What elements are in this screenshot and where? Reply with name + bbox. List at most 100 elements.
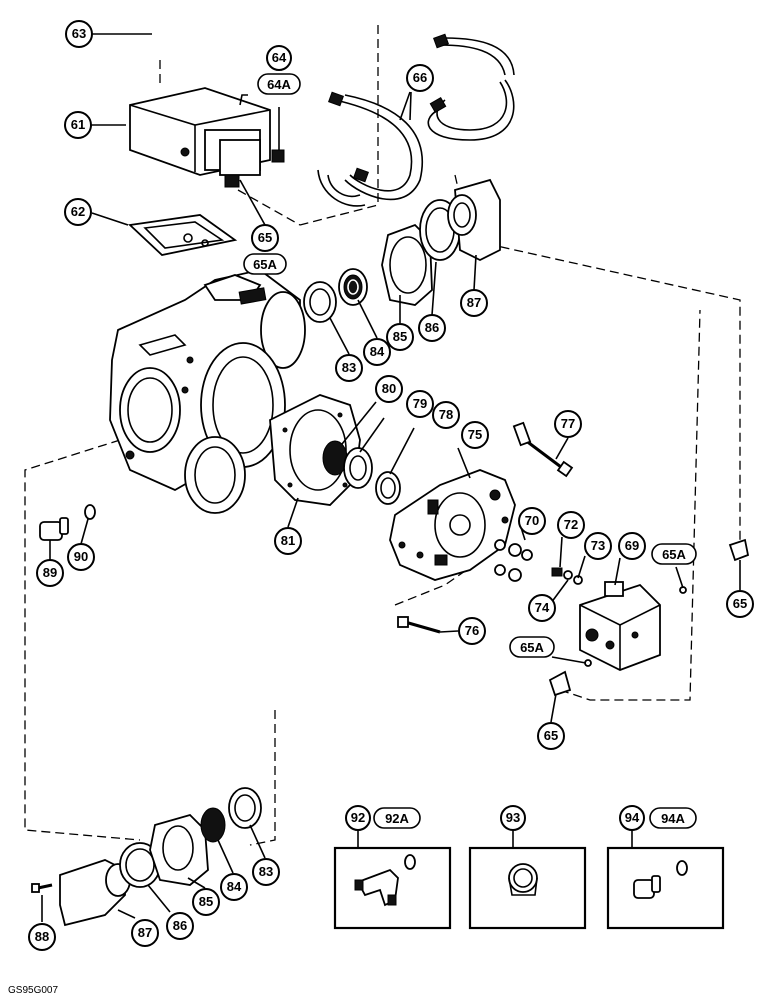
- callout-65-right: 65: [726, 590, 754, 618]
- callout-89: 89: [36, 559, 64, 587]
- svg-text:69: 69: [625, 538, 639, 553]
- bolt-77: [512, 421, 574, 478]
- svg-text:62: 62: [71, 204, 85, 219]
- inset-box-92: [333, 846, 452, 930]
- callout-83-top: 83: [335, 354, 363, 382]
- callout-86-bottom: 86: [166, 912, 194, 940]
- mid-bearing-stack: [322, 440, 401, 505]
- callout-80: 80: [375, 375, 403, 403]
- callout-90: 90: [67, 543, 95, 571]
- callout-92A: 92A: [373, 807, 421, 829]
- svg-text:70: 70: [525, 513, 539, 528]
- svg-text:93: 93: [506, 810, 520, 825]
- leader-lines: [41, 33, 741, 922]
- pump-body: [389, 469, 516, 581]
- svg-text:74: 74: [535, 600, 550, 615]
- callout-84-top: 84: [363, 338, 391, 366]
- svg-text:80: 80: [382, 381, 396, 396]
- svg-text:65: 65: [733, 596, 747, 611]
- svg-text:87: 87: [138, 925, 152, 940]
- svg-text:73: 73: [591, 538, 605, 553]
- svg-text:87: 87: [467, 295, 481, 310]
- callout-76: 76: [458, 617, 486, 645]
- svg-text:61: 61: [71, 117, 85, 132]
- callout-66: 66: [406, 64, 434, 92]
- svg-text:81: 81: [281, 533, 295, 548]
- inset-box-93: [468, 846, 587, 930]
- svg-text:88: 88: [35, 929, 49, 944]
- control-block: [579, 581, 661, 671]
- svg-text:85: 85: [199, 894, 213, 909]
- callout-65A-right: 65A: [651, 543, 697, 565]
- callout-65-bottom: 65: [537, 722, 565, 750]
- callout-85-top: 85: [386, 323, 414, 351]
- washers-and-fittings: [494, 539, 583, 585]
- svg-text:84: 84: [370, 344, 385, 359]
- callout-70: 70: [518, 507, 546, 535]
- svg-text:92A: 92A: [385, 811, 409, 826]
- callout-69: 69: [618, 532, 646, 560]
- fittings: [548, 538, 750, 697]
- callout-64A: 64A: [257, 73, 301, 95]
- top-bearing-stack: [303, 178, 501, 323]
- svg-text:78: 78: [439, 407, 453, 422]
- gasket-plate: [128, 214, 238, 256]
- callout-94: 94: [619, 805, 645, 831]
- callout-65A-top: 65A: [243, 253, 287, 275]
- callout-78: 78: [432, 401, 460, 429]
- svg-text:85: 85: [393, 329, 407, 344]
- callout-93: 93: [500, 805, 526, 831]
- svg-text:83: 83: [259, 864, 273, 879]
- svg-text:65: 65: [544, 728, 558, 743]
- hydraulic-hoses: [317, 33, 515, 207]
- reference-code: GS95G007: [8, 985, 58, 996]
- svg-text:79: 79: [413, 396, 427, 411]
- bolt-76: [397, 616, 441, 634]
- callout-79: 79: [406, 390, 434, 418]
- svg-text:86: 86: [425, 320, 439, 335]
- svg-text:77: 77: [561, 416, 575, 431]
- callout-72: 72: [557, 511, 585, 539]
- callout-87-top: 87: [460, 289, 488, 317]
- svg-text:94: 94: [625, 810, 640, 825]
- svg-text:92: 92: [351, 810, 365, 825]
- callout-85-bottom: 85: [192, 888, 220, 916]
- callout-65-top: 65: [251, 224, 279, 252]
- callout-94A: 94A: [649, 807, 697, 829]
- callout-86-top: 86: [418, 314, 446, 342]
- callout-75: 75: [461, 421, 489, 449]
- svg-text:64A: 64A: [267, 77, 291, 92]
- svg-text:72: 72: [564, 517, 578, 532]
- callout-65A-bottom: 65A: [509, 636, 555, 658]
- svg-text:89: 89: [43, 565, 57, 580]
- callout-62: 62: [64, 198, 92, 226]
- svg-text:64: 64: [272, 50, 287, 65]
- svg-text:94A: 94A: [661, 811, 685, 826]
- callout-61: 61: [64, 111, 92, 139]
- callout-73: 73: [584, 532, 612, 560]
- callout-81: 81: [274, 527, 302, 555]
- callout-83-bottom: 83: [252, 858, 280, 886]
- svg-text:63: 63: [72, 26, 86, 41]
- callout-84-bottom: 84: [220, 873, 248, 901]
- svg-text:86: 86: [173, 918, 187, 933]
- svg-text:76: 76: [465, 623, 479, 638]
- callout-92: 92: [345, 805, 371, 831]
- callout-77: 77: [554, 410, 582, 438]
- svg-text:65: 65: [258, 230, 272, 245]
- svg-text:84: 84: [227, 879, 242, 894]
- svg-text:65A: 65A: [520, 640, 544, 655]
- inset-box-94: [606, 846, 725, 930]
- svg-text:83: 83: [342, 360, 356, 375]
- main-gearbox-housing: [109, 269, 306, 514]
- svg-text:66: 66: [413, 70, 427, 85]
- valve-block: [129, 87, 285, 188]
- callout-88: 88: [28, 923, 56, 951]
- svg-text:75: 75: [468, 427, 482, 442]
- bottom-bearing-stack: [31, 787, 262, 927]
- plug-89: [39, 504, 96, 541]
- svg-text:GS95G007: GS95G007: [8, 985, 58, 996]
- callout-63: 63: [65, 20, 93, 48]
- callout-87-bottom: 87: [131, 919, 159, 947]
